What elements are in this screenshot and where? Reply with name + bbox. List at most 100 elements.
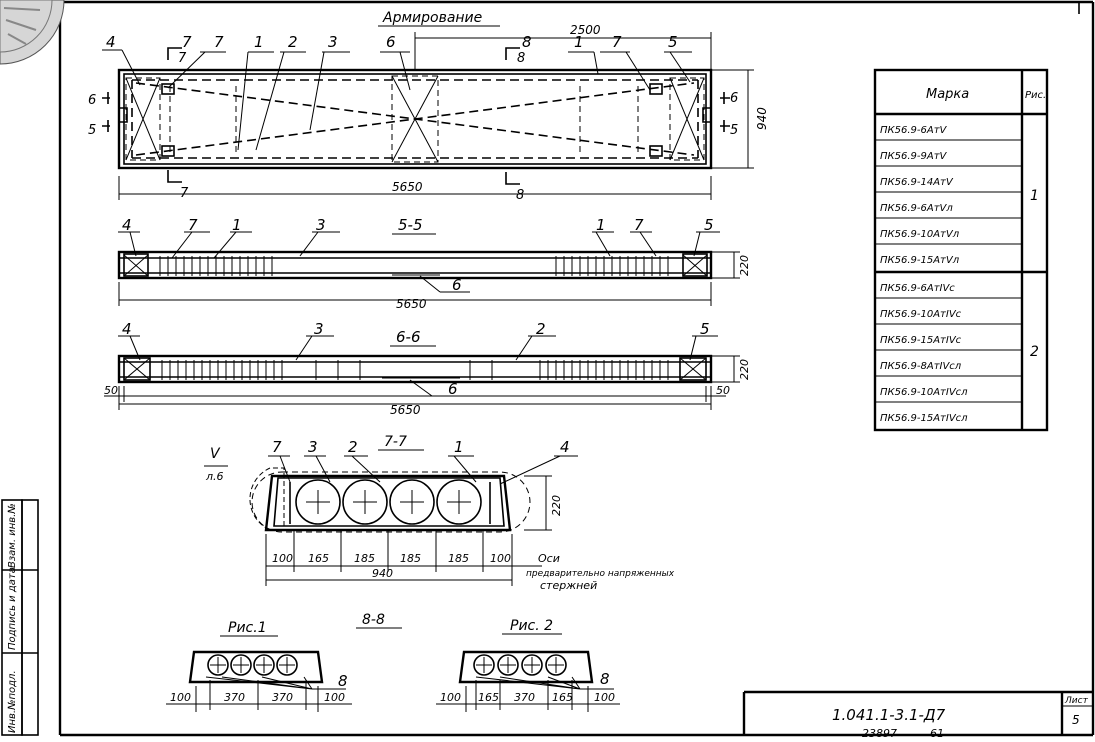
section-8-top: 8 bbox=[517, 51, 525, 66]
s77-callout-roman: V bbox=[210, 446, 221, 462]
stirrups-66 bbox=[161, 360, 669, 380]
sheet-frame bbox=[58, 0, 1095, 737]
stamp-vzam: Взам. инв.№ bbox=[7, 503, 18, 568]
s77-note-1: Оси bbox=[538, 552, 560, 565]
fig2-title: Рис. 2 bbox=[510, 618, 553, 634]
drawing-title: Армирование bbox=[382, 10, 482, 26]
s77-label-3: 3 bbox=[308, 438, 318, 456]
table-row-1: ПК56.9-6АтV bbox=[880, 125, 948, 136]
figure-1: Рис.1 8 100 370 370 100 bbox=[166, 620, 352, 712]
stamp-podpis: Подпись и дата bbox=[7, 567, 18, 650]
s55-label-1a: 1 bbox=[232, 216, 242, 234]
cut-right-5: 5 bbox=[730, 123, 738, 138]
fig1-dim-100b: 100 bbox=[324, 691, 345, 704]
fig1-dim-100a: 100 bbox=[170, 691, 191, 704]
table-row-12: ПК56.9-15АтIVсл bbox=[880, 413, 968, 424]
plan-leaders bbox=[102, 49, 692, 151]
table-group-1: 1 bbox=[1030, 188, 1039, 204]
plan-label-8: 8 bbox=[522, 33, 532, 51]
fig1-title: Рис.1 bbox=[228, 620, 267, 636]
dim-220-66: 220 bbox=[738, 359, 751, 380]
section-8-8: 8-8 bbox=[356, 612, 402, 629]
plan-label-2: 2 bbox=[288, 33, 298, 51]
s77-dim-165: 165 bbox=[308, 552, 329, 565]
plan-view: 4 7 7 1 2 3 6 8 1 7 5 7 7 8 8 6 5 6 5 25… bbox=[88, 23, 769, 203]
sheet-label: Лист bbox=[1064, 696, 1089, 706]
s55-label-7b: 7 bbox=[634, 216, 644, 234]
table-row-4: ПК56.9-6АтVл bbox=[880, 203, 953, 214]
s55-title: 5-5 bbox=[398, 216, 423, 234]
dim-50-left: 50 bbox=[104, 384, 118, 397]
s55-label-3: 3 bbox=[316, 216, 326, 234]
table-group-2: 2 bbox=[1030, 344, 1039, 360]
footer-number: 23897 bbox=[862, 727, 897, 738]
plan-label-1b: 1 bbox=[574, 33, 584, 51]
fig2-dim-165b: 165 bbox=[552, 691, 573, 704]
plan-label-1: 1 bbox=[254, 33, 264, 51]
plan-label-4: 4 bbox=[106, 33, 116, 51]
s77-note-2: предварительно напряженных bbox=[526, 569, 675, 579]
fig2-dim-165a: 165 bbox=[478, 691, 499, 704]
s66-label-6: 6 bbox=[448, 380, 458, 398]
document-code: 1.041.1-3.1-Д7 bbox=[832, 706, 946, 724]
dim-5650-55: 5650 bbox=[396, 297, 427, 311]
dim-220-55: 220 bbox=[738, 255, 751, 276]
dim-chain-77 bbox=[265, 530, 516, 586]
table-row-2: ПК56.9-9АтV bbox=[880, 151, 948, 162]
table-row-11: ПК56.9-10АтIVсл bbox=[880, 387, 968, 398]
fig1-label-8: 8 bbox=[338, 672, 348, 690]
fig1-dim-370a: 370 bbox=[224, 691, 245, 704]
dim-50-right: 50 bbox=[716, 384, 730, 397]
s77-note-3: стержней bbox=[540, 579, 597, 592]
table-row-10: ПК56.9-8АтIVсл bbox=[880, 361, 962, 372]
plan-label-7b: 7 bbox=[214, 33, 224, 51]
s66-label-3: 3 bbox=[314, 320, 324, 338]
s77-dim-185c: 185 bbox=[448, 552, 469, 565]
dim-5650-plan: 5650 bbox=[392, 180, 423, 194]
cut-left-6: 6 bbox=[88, 93, 96, 108]
stirrups-left-55 bbox=[159, 256, 273, 276]
side-stamp: Инв.№подл. Подпись и дата Взам. инв.№ bbox=[1, 499, 39, 736]
table-row-6: ПК56.9-15АтVл bbox=[880, 255, 960, 266]
s77-label-1: 1 bbox=[454, 438, 464, 456]
plan-label-5: 5 bbox=[668, 33, 678, 51]
table-row-7: ПК56.9-6АтIVс bbox=[880, 283, 955, 294]
section-5-5: 4 7 1 3 5-5 1 7 5 6 5650 220 bbox=[117, 216, 751, 311]
table-row-9: ПК56.9-15АтIVс bbox=[880, 335, 962, 346]
s77-label-7: 7 bbox=[272, 438, 282, 456]
table-header-mark: Марка bbox=[926, 87, 969, 102]
table-row-8: ПК56.9-10АтIVс bbox=[880, 309, 962, 320]
s77-dim-940: 940 bbox=[372, 567, 393, 580]
s77-callout-sheet: л.6 bbox=[205, 470, 224, 483]
s77-title: 7-7 bbox=[384, 434, 407, 450]
cut-right-6: 6 bbox=[730, 91, 738, 106]
section-7-top: 7 bbox=[178, 51, 187, 66]
s55-label-5: 5 bbox=[704, 216, 714, 234]
dim-5650-66: 5650 bbox=[390, 403, 421, 417]
cut-left-5: 5 bbox=[88, 123, 96, 138]
title-block: 1.041.1-3.1-Д7 Лист 5 bbox=[742, 690, 1093, 735]
figure-2: Рис. 2 8 100 165 370 165 100 bbox=[436, 618, 620, 712]
s55-label-6: 6 bbox=[452, 276, 462, 294]
fig2-dim-100a: 100 bbox=[440, 691, 461, 704]
fig2-dim-100b: 100 bbox=[594, 691, 615, 704]
plan-label-3: 3 bbox=[328, 33, 338, 51]
s55-label-7a: 7 bbox=[188, 216, 198, 234]
section-7-7: V л.6 7 3 2 7-7 1 4 220 100 165 185 185 … bbox=[204, 434, 675, 592]
fig1-dim-370b: 370 bbox=[272, 691, 293, 704]
s77-dim-100a: 100 bbox=[272, 552, 293, 565]
plan-label-6: 6 bbox=[386, 33, 396, 51]
s66-label-2: 2 bbox=[536, 320, 546, 338]
s55-label-1b: 1 bbox=[596, 216, 606, 234]
section-8-bottom: 8 bbox=[516, 188, 524, 203]
s77-dim-100b: 100 bbox=[490, 552, 511, 565]
table-row-5: ПК56.9-10АтVл bbox=[880, 229, 960, 240]
plan-label-7a: 7 bbox=[182, 33, 192, 51]
table-header-fig: Рис. bbox=[1025, 90, 1046, 101]
s66-title: 6-6 bbox=[396, 328, 421, 346]
s66-label-5: 5 bbox=[700, 320, 710, 338]
s88-title: 8-8 bbox=[362, 612, 385, 628]
stirrups-right-55 bbox=[555, 256, 669, 276]
footer-page: 61 bbox=[930, 727, 944, 738]
